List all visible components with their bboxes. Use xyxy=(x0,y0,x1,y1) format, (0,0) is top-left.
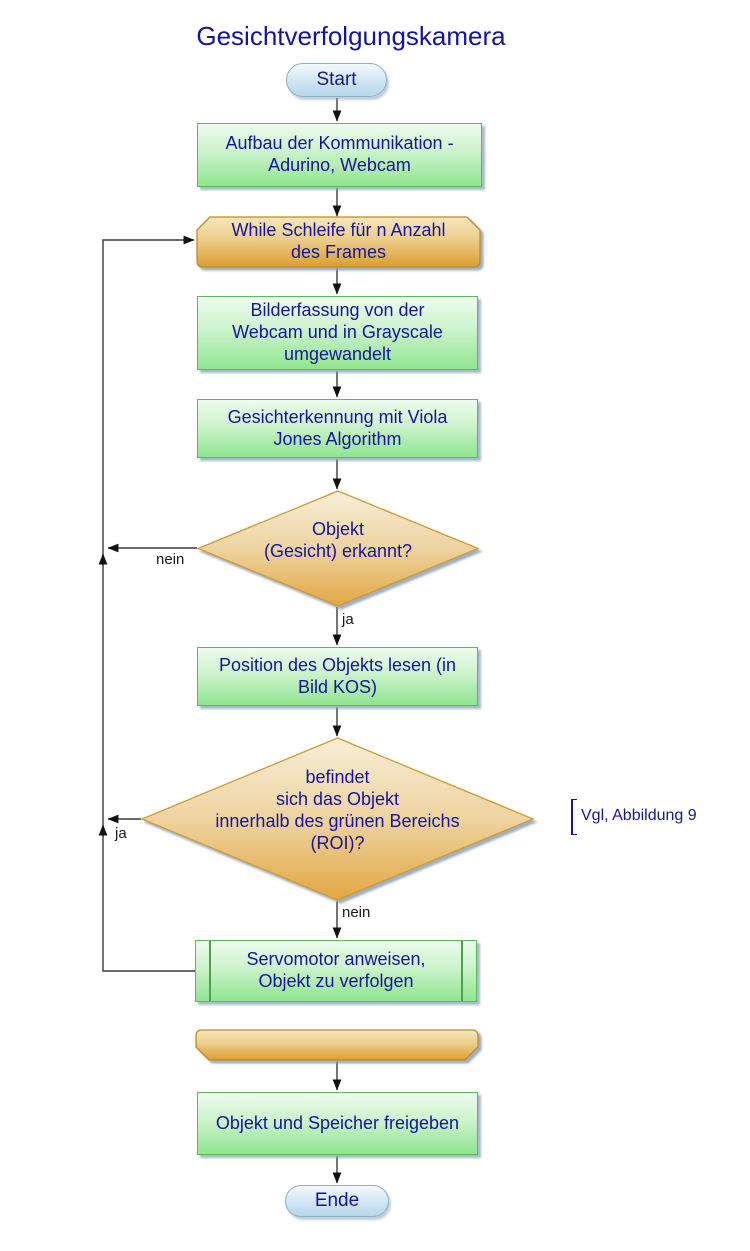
edge-label-nein-1: nein xyxy=(156,551,185,568)
edge-label-ja-1: ja xyxy=(342,611,354,628)
annotation-bracket xyxy=(571,799,577,835)
edge-label-nein-2: nein xyxy=(342,904,371,921)
node-start: Start xyxy=(286,63,387,97)
node-setup: Aufbau der Kommunikation - Adurino, Webc… xyxy=(197,123,482,187)
decision-roi-shape xyxy=(140,737,535,901)
node-decision-roi-label: befindet sich das Objekt innerhalb des g… xyxy=(215,767,460,853)
annotation-text: Vgl, Abbildung 9 xyxy=(581,807,697,824)
edge-feedback-loop xyxy=(102,235,195,972)
node-capture: Bilderfassung von der Webcam und in Gray… xyxy=(197,296,478,370)
node-release: Objekt und Speicher freigeben xyxy=(197,1092,478,1155)
node-read-position: Position des Objekts lesen (in Bild KOS) xyxy=(197,647,478,706)
loop-start-shape xyxy=(196,216,481,268)
decision-detect-shape xyxy=(196,490,480,607)
node-detect: Gesichterkennung mit Viola Jones Algorit… xyxy=(197,399,478,458)
edge-label-ja-2: ja xyxy=(115,825,127,842)
loop-end-shape xyxy=(195,1029,479,1061)
node-servo: Servomotor anweisen, Objekt zu verfolgen xyxy=(195,940,477,1002)
node-decision-detect-label: Objekt (Gesicht) erkannt? xyxy=(263,519,413,561)
node-end: Ende xyxy=(285,1185,389,1217)
diagram-title: Gesichtverfolgungskamera xyxy=(196,21,506,51)
node-while-loop-label: While Schleife für n Anzahl des Frames xyxy=(231,220,446,262)
